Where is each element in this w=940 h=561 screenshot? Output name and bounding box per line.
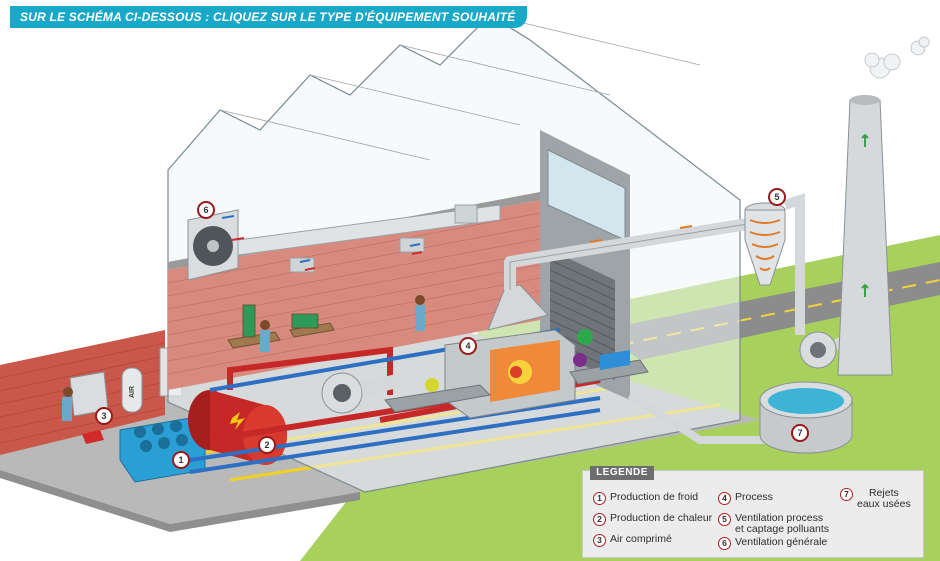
chimney	[837, 95, 893, 376]
legend-label-group: Ventilation process et captage polluants	[735, 513, 829, 535]
legend-label: Process	[735, 491, 773, 503]
legend-item-production-de-froid[interactable]: 1 Production de froid	[593, 492, 698, 505]
workbenches	[227, 304, 335, 349]
legend-number-5: 5	[718, 513, 731, 526]
wastewater-pipe	[627, 391, 770, 444]
legend-label: Air comprimé	[610, 533, 672, 545]
legend-item-ventilation-generale[interactable]: 6 Ventilation générale	[718, 537, 827, 550]
hotspot-ventilation-generale[interactable]: 6	[197, 201, 215, 219]
hotspot-rejets-eaux-usees[interactable]: 7	[791, 424, 809, 442]
hotspot-process[interactable]: 4	[459, 337, 477, 355]
legend-label-line2: eaux usées	[857, 498, 911, 510]
legend-number-7: 7	[840, 488, 853, 501]
wastewater-basin	[759, 381, 853, 454]
legend-number-1: 1	[593, 492, 606, 505]
legend-title: LEGENDE	[590, 466, 654, 480]
legend-label-line2: et captage polluants	[735, 523, 829, 535]
instruction-banner: SUR LE SCHÉMA CI-DESSOUS : CLIQUEZ SUR L…	[10, 6, 528, 28]
legend-label-group: Rejets eaux usées	[857, 488, 911, 510]
conveyor-belt	[384, 329, 649, 413]
legend-label: Production de froid	[610, 491, 699, 503]
airflow-arrows	[221, 215, 693, 271]
toolbox	[82, 430, 104, 444]
extraction-hood	[487, 284, 549, 331]
legend-number-6: 6	[718, 537, 731, 550]
workers	[62, 295, 425, 421]
general-vent-duct	[237, 204, 501, 256]
cyclone-separator	[744, 193, 805, 335]
smoke-clouds	[864, 36, 930, 79]
legend-label: Ventilation générale	[735, 536, 828, 548]
legend-item-air-comprime[interactable]: 3 Air comprimé	[593, 534, 672, 547]
air-tank-label: AIR	[129, 386, 136, 398]
legend-label: Rejets	[868, 487, 899, 499]
legend-item-production-de-chaleur[interactable]: 2 Production de chaleur	[593, 513, 712, 526]
process-fan	[321, 372, 402, 414]
legend-item-rejets-eaux-usees[interactable]: 7 Rejets eaux usées	[840, 488, 911, 510]
legend-label: Production de chaleur	[610, 512, 713, 524]
hotspot-production-de-froid[interactable]: 1	[172, 451, 190, 469]
legend-number-3: 3	[593, 534, 606, 547]
legend-number-2: 2	[593, 513, 606, 526]
wall-fan-unit	[187, 209, 239, 281]
hotspot-ventilation-process[interactable]: 5	[768, 188, 786, 206]
legend-number-4: 4	[718, 492, 731, 505]
hotspot-production-de-chaleur[interactable]: 2	[258, 436, 276, 454]
legend-label: Ventilation process	[735, 512, 824, 524]
air-compressor	[69, 367, 143, 417]
legend-item-process[interactable]: 4 Process	[718, 492, 773, 505]
legend-panel	[582, 470, 924, 558]
legend-item-ventilation-process[interactable]: 5 Ventilation process et captage polluan…	[718, 513, 829, 535]
hotspot-air-comprime[interactable]: 3	[95, 407, 113, 425]
